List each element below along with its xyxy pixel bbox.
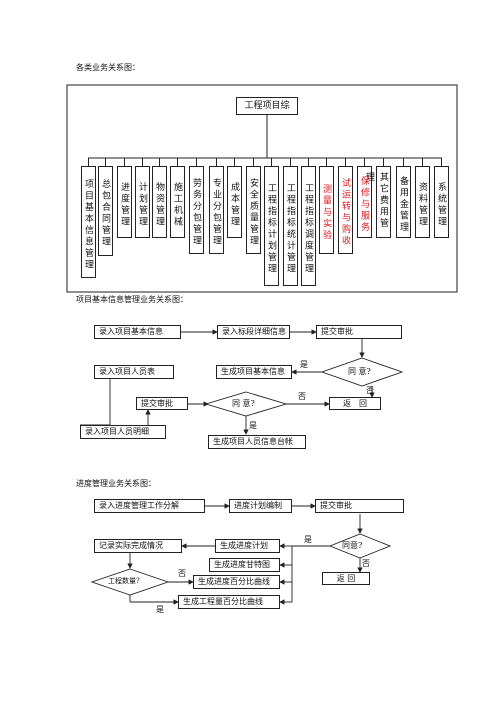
f2-plan-edit: 进度计划编制 (229, 499, 292, 513)
heading-progress-flow: 进度管理业务关系图： (76, 479, 156, 488)
f2-no-b: 否 (178, 569, 186, 578)
org-column: 进度管理 (117, 166, 132, 238)
f1-decision1-label: 同 意? (348, 367, 371, 376)
org-column: 工程指标统计管理 (283, 166, 298, 286)
f1-enter-staff: 录入项目人员表 (94, 365, 174, 379)
f2-qty-label: 工程数量? (108, 577, 140, 585)
org-frame (66, 84, 458, 293)
org-column: 施工机械 (170, 166, 185, 238)
org-column: 总包合同管理 (98, 166, 113, 256)
f1-submit2: 提交审批 (136, 397, 188, 410)
f1-no-b: 否 (298, 392, 306, 401)
org-column: 系统管理 (434, 166, 449, 238)
org-column: 劳务分包管理 (189, 166, 204, 254)
org-column: 物资管理 (152, 166, 167, 238)
org-column: 计划管理 (135, 166, 150, 238)
org-root: 工程项目综 (236, 97, 298, 115)
org-column: 测量与实验 (319, 166, 334, 254)
f2-no-a: 否 (362, 559, 370, 568)
org-column: 试运转与购收 (338, 166, 353, 254)
org-column: 资料管理 (415, 166, 430, 238)
org-column: 工程指标调度管理 (301, 166, 316, 286)
org-column: 成本管理 (227, 166, 242, 238)
heading-basic-info-flow: 项目基本信息管理业务关系图： (76, 295, 188, 304)
f2-yes-b: 是 (156, 605, 164, 614)
f1-yes-b: 是 (249, 421, 257, 430)
f1-gen-basic: 生成项目基本信息 (216, 365, 292, 379)
f1-decision2-label: 同 意? (232, 399, 255, 408)
f1-yes-a: 是 (300, 360, 308, 369)
f1-decision1-shape (320, 357, 404, 387)
org-column: 专业分包管理 (209, 166, 224, 254)
f2-pct-curve: 生成进度百分比曲线 (193, 575, 280, 589)
heading-all-relations: 各类业务关系图： (76, 63, 140, 72)
f2-agree-label: 同意? (342, 541, 363, 550)
org-column: 项目基本信息管理 (81, 166, 96, 278)
f2-return: 返 回 (322, 572, 370, 585)
org-column: 工程指标计划管理 (264, 166, 279, 286)
f1-enter-basic: 录入项目基本信息 (94, 325, 181, 339)
f2-qty-curve: 生成工程量百分比曲线 (178, 595, 280, 609)
f1-submit: 提交审批 (316, 325, 402, 339)
f2-gantt: 生成进度甘特图 (209, 558, 280, 572)
f1-gen-ledger: 生成项目人员信息台帐 (208, 435, 306, 449)
org-column: 安全质量管理 (246, 166, 261, 254)
f1-return: 返 回 (329, 397, 381, 410)
f2-gen-plan: 生成进度计划 (215, 539, 280, 553)
f2-yes-a: 是 (304, 535, 312, 544)
org-column: 其它费用管理 (364, 166, 391, 238)
f1-enter-detail: 录入项目人员明细 (80, 425, 166, 439)
org-column: 保修与服务 (357, 166, 372, 238)
org-drops (88, 158, 442, 166)
f2-record-actual: 记录实际完成情况 (94, 539, 182, 553)
f2-enter-wbs: 录入进度管理工作分解 (94, 499, 205, 513)
org-column: 备用金管理 (396, 166, 411, 238)
f1-no-a: 否 (366, 386, 374, 395)
f2-submit: 提交审批 (315, 499, 404, 513)
f1-enter-bid: 录入标段详细信息 (217, 325, 290, 339)
